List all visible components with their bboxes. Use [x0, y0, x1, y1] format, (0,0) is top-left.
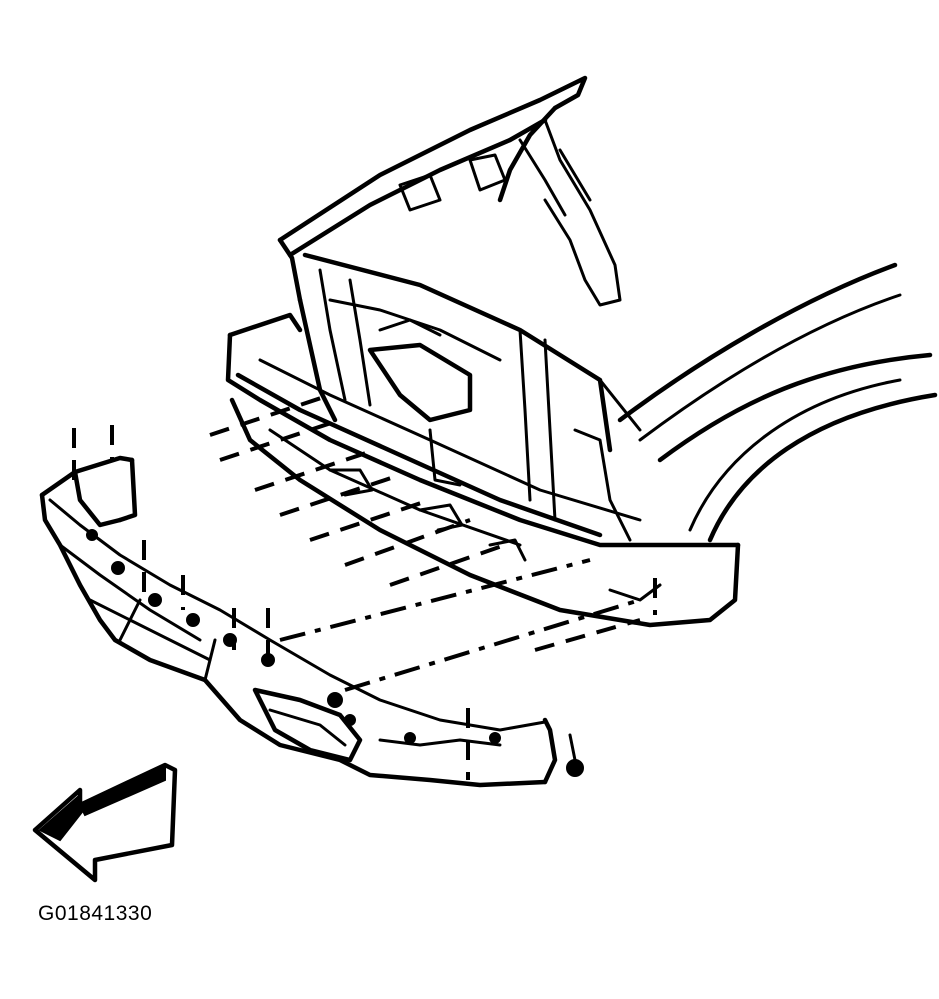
- radiator-support: [297, 252, 642, 542]
- fender-panel: [617, 262, 938, 543]
- front-lower-fascia: [39, 455, 558, 788]
- bumper-impact-bar: [225, 312, 741, 628]
- vertical-alignment-leaders: [72, 425, 657, 780]
- hood-panel: [277, 75, 622, 307]
- front-direction-arrow-icon: [32, 762, 178, 883]
- figure-id-label: G01841330: [38, 902, 153, 925]
- diagonal-alignment-leaders: [209, 393, 641, 692]
- push-pin-retainer-icon: [566, 733, 584, 777]
